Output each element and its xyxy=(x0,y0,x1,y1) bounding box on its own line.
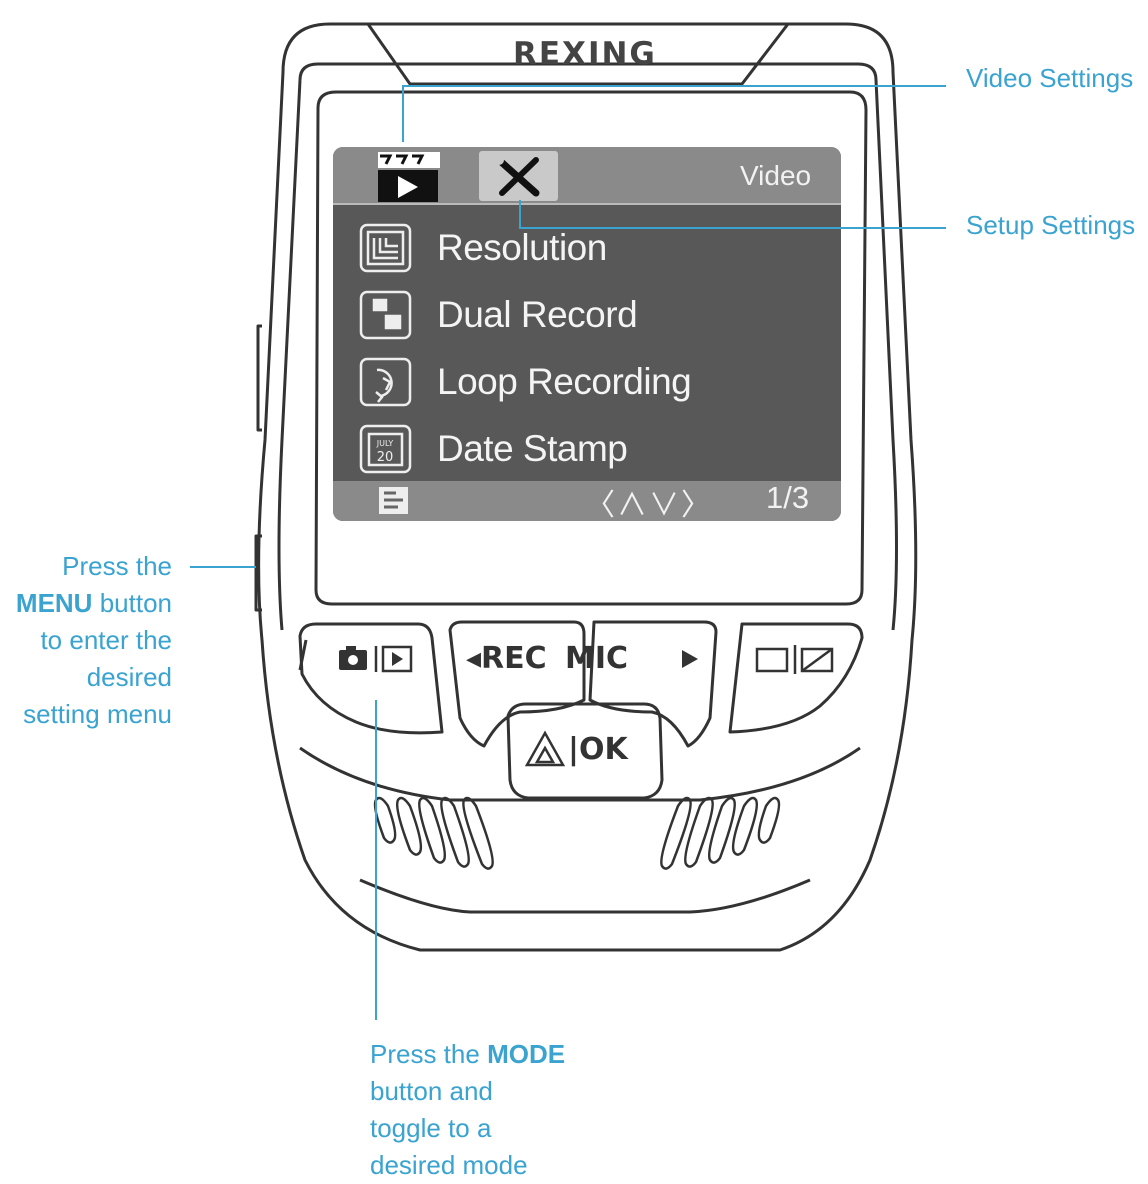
menu-item-dual-record[interactable]: Dual Record xyxy=(437,294,638,335)
menu-item-resolution[interactable]: Resolution xyxy=(437,227,607,268)
leader-setup-settings xyxy=(519,200,946,229)
calendar-icon-day: 20 xyxy=(377,450,394,465)
callout-menu-line-4: desired xyxy=(86,662,172,692)
callout-video-settings: Video Settings xyxy=(966,63,1134,93)
rec-button-label: ◂REC xyxy=(466,641,547,676)
callout-mode-line-4: desired mode xyxy=(370,1150,528,1180)
screen-toggle-button[interactable] xyxy=(728,622,864,734)
calendar-icon-month: JULY xyxy=(376,439,394,448)
resolution-icon xyxy=(359,223,412,273)
callout-mode-line-2: button and xyxy=(370,1076,493,1106)
mode-button[interactable] xyxy=(298,622,444,735)
lcd-page-indicator: 1/3 xyxy=(766,480,810,515)
side-button-bottom xyxy=(254,534,262,612)
ok-button[interactable] xyxy=(506,702,664,800)
menu-list-icon xyxy=(379,487,408,514)
calendar-icon xyxy=(359,424,412,474)
mic-button-label: MIC xyxy=(565,641,629,676)
callout-menu-line-5: setting menu xyxy=(23,699,172,729)
callout-mode-line-1: Press the MODE xyxy=(370,1036,630,1073)
callout-menu-key: MENU xyxy=(15,588,93,618)
callout-mode-pre: Press the xyxy=(370,1039,480,1069)
lcd-nav-arrows: 〈∧∨〉 xyxy=(585,489,713,522)
ok-button-label: |OK xyxy=(568,732,628,767)
brand-logo: REXING xyxy=(513,36,657,72)
video-clapper-icon[interactable] xyxy=(378,152,440,202)
leader-video-settings xyxy=(402,85,946,142)
mic-button[interactable] xyxy=(588,620,718,748)
top-notch xyxy=(366,23,790,86)
speaker-grill-left xyxy=(373,796,494,870)
callout-menu-line-1: Press the xyxy=(62,551,172,581)
callout-mode-key: MODE xyxy=(487,1039,566,1069)
lcd-screen xyxy=(333,147,841,521)
callout-menu-line-2: MENU button xyxy=(0,585,172,622)
screen-on-off-icon xyxy=(755,645,834,674)
speaker-grill-right xyxy=(660,796,781,870)
lcd-title: Video xyxy=(740,160,812,191)
menu-item-loop-recording[interactable]: Loop Recording xyxy=(437,361,692,402)
callout-mode: Press the MODE button and toggle to a de… xyxy=(370,1036,630,1184)
playback-icon xyxy=(381,645,413,673)
right-arrow-icon xyxy=(682,650,698,668)
side-button-top xyxy=(256,324,262,432)
callout-setup-settings: Setup Settings xyxy=(966,210,1136,240)
menu-item-date-stamp[interactable]: Date Stamp xyxy=(437,428,628,469)
camera-icon xyxy=(339,646,367,670)
wrench-screwdriver-icon[interactable] xyxy=(479,151,558,201)
loop-recording-icon xyxy=(359,357,412,407)
callout-menu: Press the MENU button to enter the desir… xyxy=(0,548,172,733)
rec-button[interactable] xyxy=(448,620,586,748)
camera-body-outline xyxy=(257,22,918,952)
dual-record-icon xyxy=(359,290,412,340)
callout-menu-post: button xyxy=(99,588,172,618)
callout-menu-line-3: to enter the xyxy=(40,625,172,655)
callout-mode-line-3: toggle to a xyxy=(370,1113,492,1143)
screen-bezel xyxy=(314,90,868,606)
emergency-triangle-icon xyxy=(524,730,566,767)
